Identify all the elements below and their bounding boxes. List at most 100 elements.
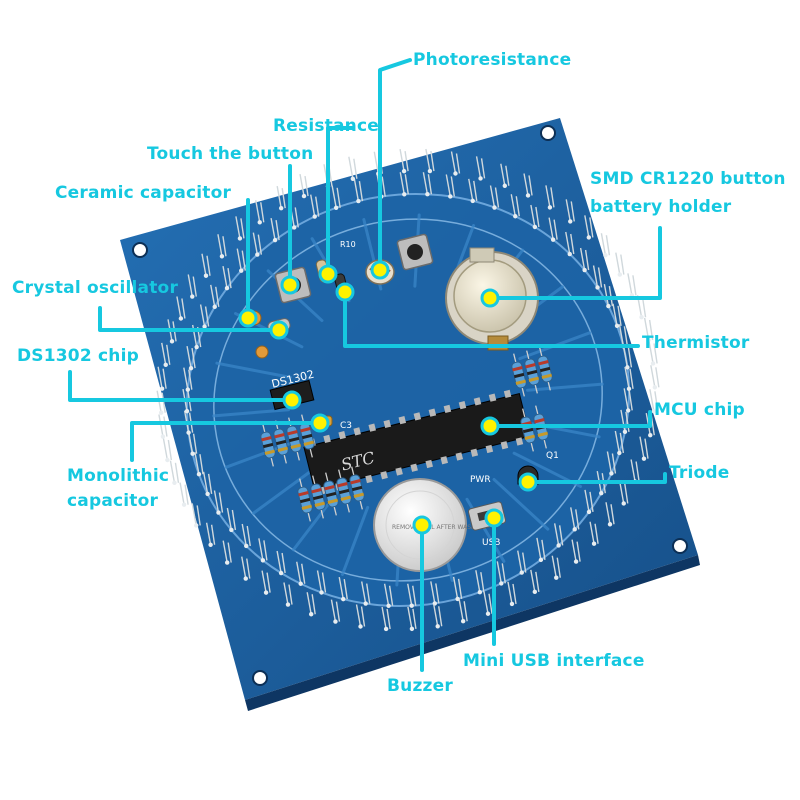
led-leg [205, 522, 212, 545]
led-leg [635, 461, 640, 482]
led-leg [187, 274, 193, 297]
led-leg [475, 156, 482, 179]
led-pad [333, 619, 338, 624]
led-leg [463, 601, 468, 622]
led-leg [620, 254, 625, 275]
led-leg [545, 185, 551, 208]
led-leg [500, 163, 506, 186]
led-pad [621, 501, 626, 506]
led-leg [184, 484, 189, 505]
led-pad [435, 624, 440, 629]
led-leg [655, 367, 660, 388]
led-leg [592, 265, 599, 288]
led-pad [160, 434, 166, 439]
resistor-band [301, 433, 313, 440]
resistor-band [512, 366, 523, 372]
led-pad [219, 254, 225, 259]
callout-thermistor [343, 290, 640, 348]
board-label-c3: C3 [340, 421, 352, 431]
led-pad [453, 171, 458, 176]
led-leg [176, 296, 182, 319]
led-leg [166, 344, 171, 365]
led-leg [483, 591, 489, 614]
resistor-band [338, 488, 350, 495]
led-leg [288, 584, 293, 605]
callout-smd-holder-dot [480, 288, 500, 308]
label-ds1302-chip: DS1302 chip [17, 346, 139, 366]
resistor-band [298, 491, 309, 497]
callout-mcu-chip [488, 410, 652, 428]
callout-ds1302-chip-dot [282, 390, 302, 410]
resistor-band [525, 363, 536, 369]
led-leg [276, 186, 282, 209]
led-leg [450, 151, 457, 174]
led-leg [194, 452, 200, 475]
led-pad [409, 626, 415, 632]
label-smd-holder-2: battery holder [590, 197, 732, 217]
led-leg [358, 180, 364, 202]
led-pad [285, 602, 291, 607]
led-leg [222, 236, 227, 257]
led-pad [607, 522, 613, 527]
led-pad [255, 252, 260, 257]
led-leg [191, 503, 197, 526]
resistor-band [522, 427, 534, 434]
callout-crystal-oscillator-dot [269, 320, 289, 340]
led-leg [335, 601, 341, 622]
callout-ceramic-capacitor-dot [238, 308, 258, 328]
led-pad [205, 491, 210, 497]
led-leg [565, 231, 571, 255]
led-pad [257, 220, 262, 225]
callout-resistance-dot [318, 264, 338, 284]
led-leg [488, 593, 493, 614]
led-leg [611, 453, 617, 474]
led-leg [192, 433, 198, 454]
led-pad [550, 237, 556, 242]
led-pad [278, 570, 284, 576]
callout-smd-holder [488, 226, 662, 300]
led-leg [196, 505, 201, 526]
callout-photoresistance-dot [370, 260, 390, 280]
led-leg [412, 585, 417, 606]
led-pad [591, 541, 597, 546]
led-leg [299, 173, 305, 197]
resistor-band [299, 497, 311, 504]
led-leg [188, 369, 193, 390]
led-pad [582, 267, 587, 273]
led-pad [212, 304, 217, 310]
mcu-pin [470, 448, 479, 457]
led-leg [605, 502, 611, 525]
led-pad [333, 205, 339, 210]
led-pad [556, 543, 561, 548]
led-pad [485, 611, 491, 616]
board-label-usb: USB [482, 538, 500, 548]
led-leg [522, 552, 527, 573]
led-leg [457, 578, 463, 600]
resistor-band [311, 488, 322, 494]
led-pad [319, 590, 324, 595]
led-pad [272, 237, 278, 243]
label-mcu-chip: MCU chip [654, 400, 745, 420]
resistor [336, 469, 352, 513]
led-pad [650, 361, 656, 366]
resistor-band [261, 436, 272, 442]
led-leg [235, 216, 241, 239]
led-leg [627, 347, 633, 368]
mcu-pin [365, 474, 373, 484]
led-leg [550, 187, 555, 208]
led-leg [648, 319, 654, 341]
callout-ds1302-chip [68, 370, 294, 402]
callout-buzzer-dot [412, 515, 432, 535]
led-pad [292, 225, 297, 230]
mcu-pin [425, 459, 433, 469]
led-leg [630, 459, 636, 482]
led-pad [609, 471, 614, 476]
led-pad [595, 285, 600, 290]
led-leg [505, 165, 510, 186]
led-leg [548, 217, 554, 240]
mcu-pin [380, 471, 388, 480]
led-pad [532, 224, 538, 230]
led-leg [296, 561, 302, 584]
resistor [323, 472, 339, 516]
resistor [520, 408, 536, 452]
